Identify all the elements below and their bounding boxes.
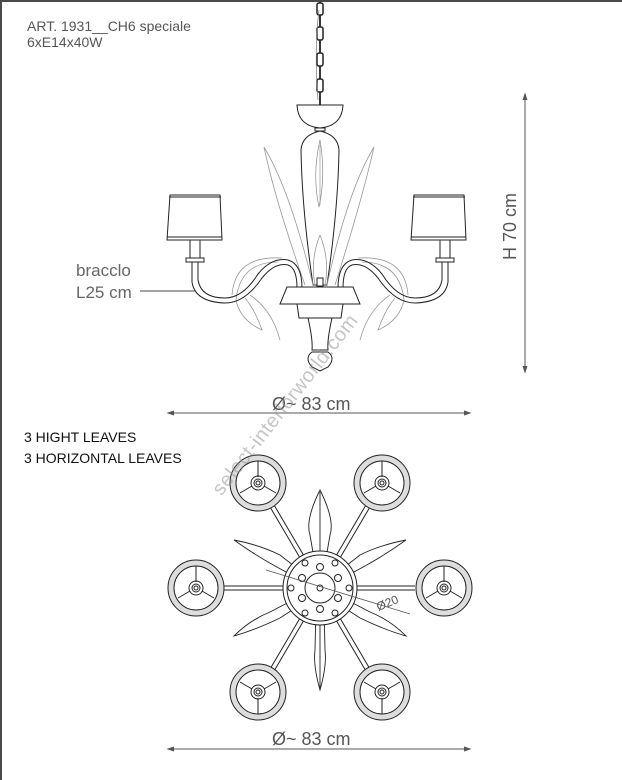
top-diameter-line <box>166 746 472 752</box>
arm-label: bracclo <box>76 261 131 280</box>
frame-left-border <box>0 0 2 780</box>
front-diameter-label: Ø~ 83 cm <box>272 394 351 414</box>
front-view <box>166 2 467 372</box>
height-label: H 70 cm <box>500 192 520 260</box>
arm-length: L25 cm <box>76 283 132 302</box>
bulb-spec: 6xE14x40W <box>27 34 103 50</box>
arm-annotation: bracclo L25 cm <box>76 260 132 304</box>
top-view <box>167 454 473 721</box>
horizontal-leaves-label: 3 HORIZONTAL LEAVES <box>24 450 182 466</box>
front-diameter-line <box>166 410 472 416</box>
height-dimension-line <box>522 92 528 374</box>
article-code: ART. 1931__CH6 speciale <box>27 18 191 34</box>
top-diameter-label: Ø~ 83 cm <box>272 729 351 749</box>
frame-top-border <box>0 0 622 2</box>
high-leaves-label: 3 HIGHT LEAVES <box>24 429 137 445</box>
shade-rings <box>167 454 473 721</box>
article-header: ART. 1931__CH6 speciale 6xE14x40W <box>27 18 191 50</box>
leaves-note: 3 HIGHT LEAVES 3 HORIZONTAL LEAVES <box>24 427 182 469</box>
chain <box>315 2 324 106</box>
